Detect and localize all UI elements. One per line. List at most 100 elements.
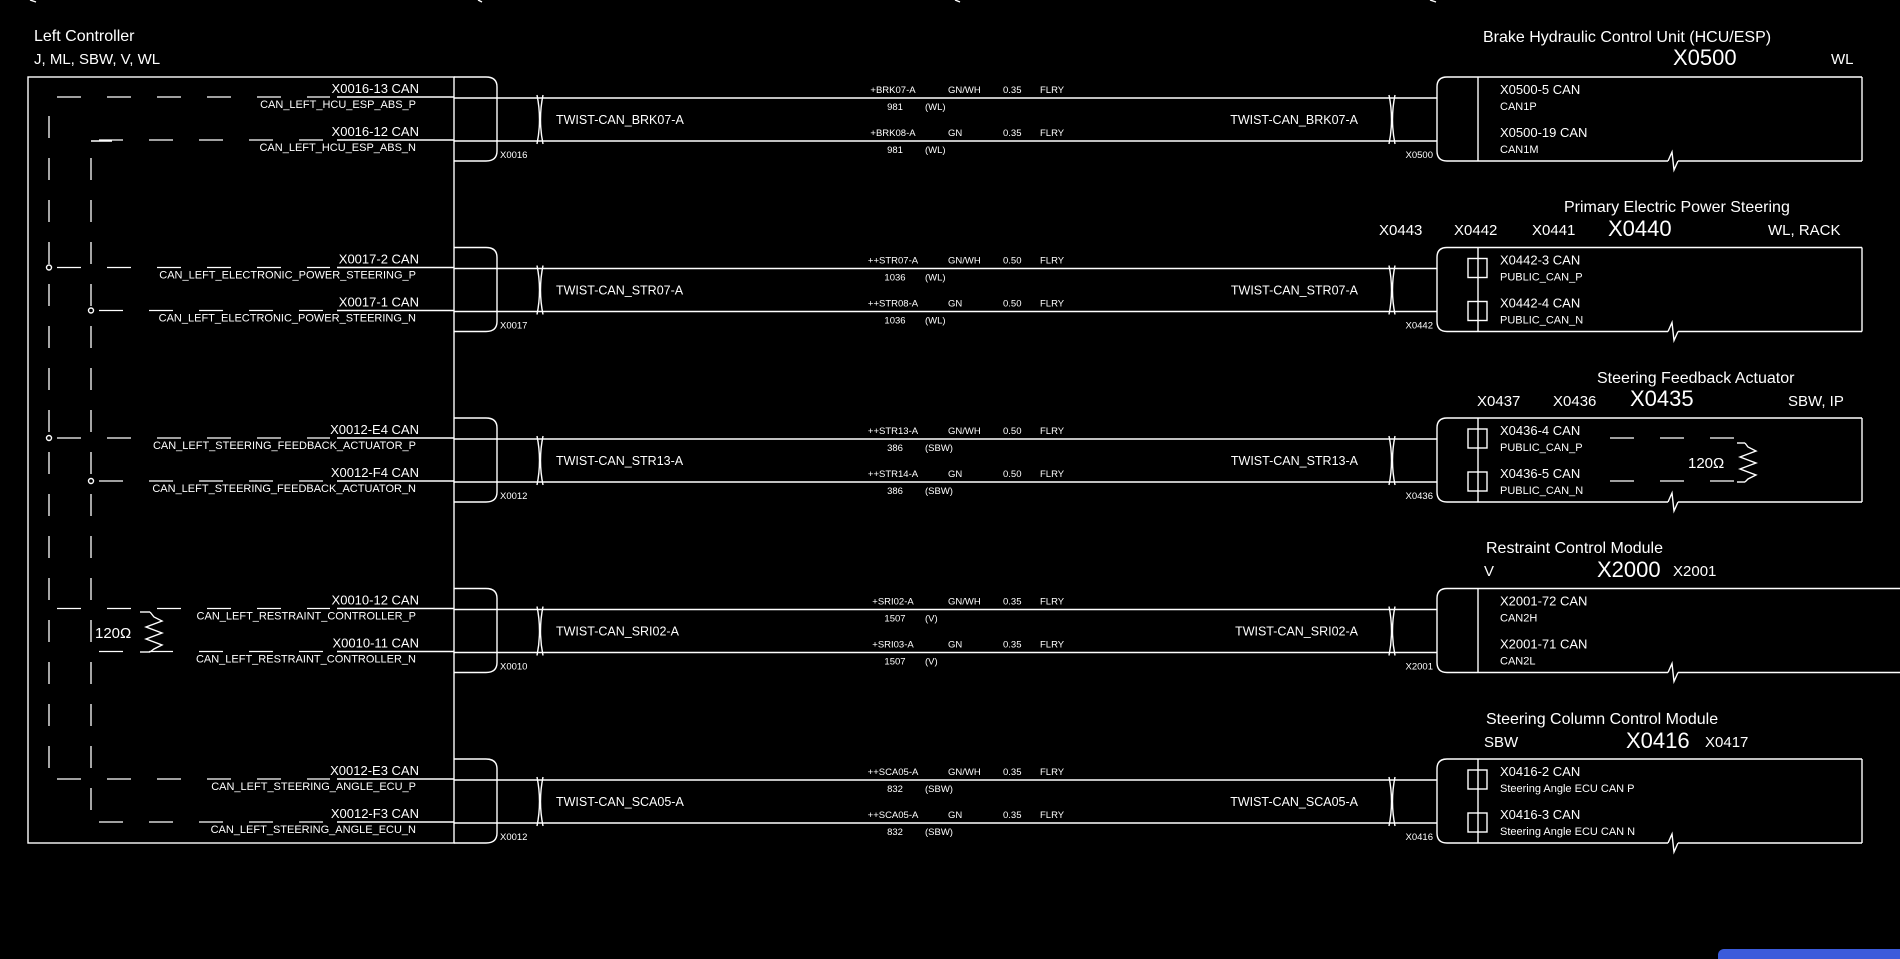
twist-label-right: TWIST-CAN_SCA05-A	[1230, 795, 1358, 809]
right-signal-p: Steering Angle ECU CAN P	[1500, 783, 1635, 795]
pin-box-n	[1467, 812, 1488, 833]
right-signal-n: PUBLIC_CAN_N	[1500, 485, 1583, 497]
wire-type: FLRY	[1040, 469, 1065, 480]
right-signal-p: CAN1P	[1500, 101, 1537, 113]
wire-size: 0.35	[1003, 640, 1022, 651]
wire-variant: (WL)	[925, 145, 946, 156]
module-connector-x0436: X0436	[1553, 393, 1596, 410]
left-signal-n: CAN_LEFT_HCU_ESP_ABS_N	[259, 142, 416, 154]
right-pin-p: X0436-4 CAN	[1500, 423, 1580, 438]
wire-variant: (WL)	[925, 316, 946, 327]
right-connector-label: X2001	[1406, 662, 1433, 673]
wire-number: 832	[887, 784, 903, 795]
right-connector-label: X0436	[1406, 491, 1433, 502]
module-header-restraint: Restraint Control Module V X2000 X2001	[1484, 540, 1716, 582]
twist-symbol-right	[1388, 606, 1396, 656]
wire-color: GN/WH	[948, 597, 981, 608]
wire-color: GN	[948, 469, 962, 480]
right-pin-p: X0500-5 CAN	[1500, 82, 1580, 97]
pin-box-n	[1467, 471, 1488, 492]
left-connector-bracket	[454, 417, 498, 503]
right-signal-n: CAN1M	[1500, 144, 1539, 156]
wire-size: 0.35	[1003, 597, 1022, 608]
top-edge-marks	[29, 0, 1437, 3]
module-name-power-steering: Primary Electric Power Steering	[1564, 199, 1790, 216]
left-pin-n: X0010-11 CAN	[333, 636, 419, 651]
wire-number: 1507	[884, 614, 905, 625]
wire-size: 0.35	[1003, 128, 1022, 139]
wire-number: 1036	[884, 316, 905, 327]
module-name-steering-column: Steering Column Control Module	[1486, 711, 1718, 728]
module-connector-x0443: X0443	[1379, 222, 1422, 239]
signal-row: X0010 TWIST-CAN_SRI02-A TWIST-CAN_SRI02-A +…	[57, 587, 1900, 685]
wire-variant: (SBW)	[925, 784, 953, 795]
left-controller-box	[27, 76, 455, 844]
module-tags-brake: WL	[1831, 51, 1854, 68]
wire-type: FLRY	[1040, 810, 1065, 821]
wire-number: 386	[887, 486, 903, 497]
left-resistor-label: 120Ω	[95, 625, 131, 642]
left-signal-p: CAN_LEFT_HCU_ESP_ABS_P	[260, 99, 416, 111]
wire-id: +SRI02-A	[872, 597, 914, 608]
wire-color: GN/WH	[948, 85, 981, 96]
module-main-connector-brake: X0500	[1673, 45, 1737, 70]
right-pin-p: X0442-3 CAN	[1500, 253, 1580, 268]
left-pin-n: X0016-12 CAN	[332, 124, 419, 139]
twist-label-right: TWIST-CAN_STR07-A	[1231, 284, 1359, 298]
right-connector-bracket	[1436, 246, 1478, 333]
wire-variant: (WL)	[925, 273, 946, 284]
wire-color: GN/WH	[948, 256, 981, 267]
wire-size: 0.50	[1003, 469, 1022, 480]
wire-color: GN	[948, 128, 962, 139]
wire-variant: (SBW)	[925, 443, 953, 454]
right-pin-n: X0416-3 CAN	[1500, 807, 1580, 822]
twist-label-right: TWIST-CAN_STR13-A	[1231, 454, 1359, 468]
pin-box-p	[1467, 769, 1488, 790]
wire-number: 981	[887, 145, 903, 156]
left-signal-n: CAN_LEFT_STEERING_ANGLE_ECU_N	[211, 824, 416, 836]
wire-size: 0.35	[1003, 85, 1022, 96]
wire-number: 832	[887, 827, 903, 838]
right-signal-n: CAN2L	[1500, 656, 1535, 668]
left-signal-n: CAN_LEFT_RESTRAINT_CONTROLLER_N	[196, 654, 416, 666]
module-tags-feedback-actuator: SBW, IP	[1788, 393, 1844, 410]
twist-label-left: TWIST-CAN_BRK07-A	[556, 113, 684, 127]
twist-symbol-right	[1388, 776, 1396, 827]
wire-size: 0.50	[1003, 426, 1022, 437]
module-header-power-steering: Primary Electric Power Steering X0443 X0…	[1379, 199, 1841, 241]
left-pin-n: X0017-1 CAN	[339, 295, 419, 310]
module-connector-x0437: X0437	[1477, 393, 1520, 410]
wire-number: 981	[887, 102, 903, 113]
junction-dot	[87, 307, 95, 314]
wire-id: ++SCA05-A	[868, 810, 919, 821]
wire-number: 1036	[884, 273, 905, 284]
left-connector-label: X0010	[500, 662, 527, 673]
bottom-right-tab[interactable]	[1718, 949, 1900, 959]
wire-variant: (V)	[925, 657, 938, 668]
left-pin-p: X0012-E4 CAN	[330, 422, 419, 437]
left-pin-p: X0017-2 CAN	[339, 252, 419, 267]
right-resistor-label: 120Ω	[1688, 455, 1724, 472]
right-connector-label: X0442	[1406, 321, 1433, 332]
module-box-break	[1667, 490, 1679, 514]
wire-size: 0.50	[1003, 299, 1022, 310]
twist-label-right: TWIST-CAN_SRI02-A	[1235, 625, 1359, 639]
module-connector-x2001: X2001	[1673, 563, 1716, 580]
wire-color: GN	[948, 810, 962, 821]
junction-dot	[87, 477, 95, 485]
left-connector-bracket	[454, 246, 498, 333]
module-connector-x0441: X0441	[1532, 222, 1575, 239]
wire-type: FLRY	[1040, 256, 1065, 267]
right-connector-bracket	[1436, 587, 1478, 674]
left-signal-p: CAN_LEFT_ELECTRONIC_POWER_STEERING_P	[159, 270, 416, 282]
right-connector-bracket	[1436, 417, 1478, 503]
junction-dot	[45, 264, 53, 271]
wire-number: 1507	[884, 657, 905, 668]
wire-id: ++STR14-A	[868, 469, 919, 480]
wire-id: ++STR07-A	[868, 256, 919, 267]
twist-label-left: TWIST-CAN_SRI02-A	[556, 625, 680, 639]
right-signal-p: PUBLIC_CAN_P	[1500, 442, 1583, 454]
